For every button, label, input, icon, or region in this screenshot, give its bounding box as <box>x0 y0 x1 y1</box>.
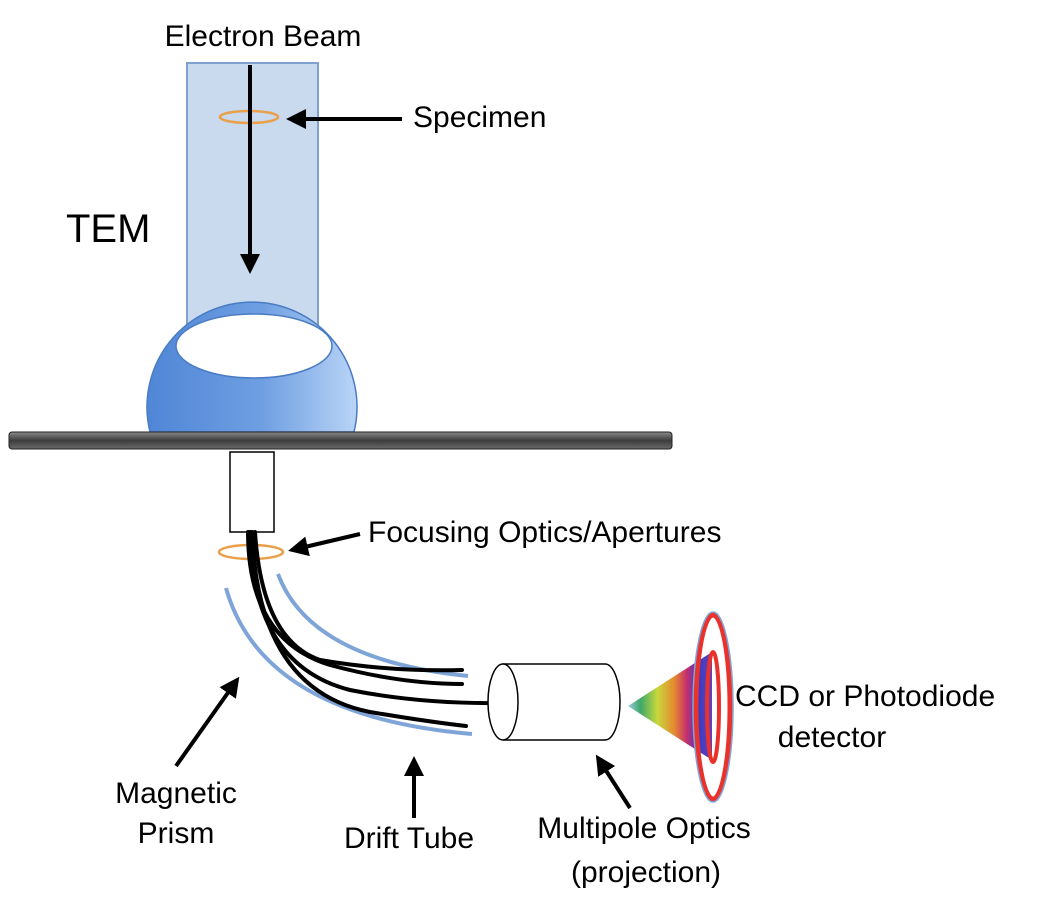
prism-outer-arc <box>276 573 469 678</box>
detector-outer <box>693 612 733 802</box>
label-tem: TEM <box>66 207 150 251</box>
prism-inner-arc <box>224 587 473 736</box>
label-ccd-line2: detector <box>778 721 886 754</box>
label-electron-beam: Electron Beam <box>165 20 362 53</box>
label-magnetic: Magnetic <box>115 777 237 810</box>
label-multipole: Multipole Optics <box>537 812 750 845</box>
lens-window <box>175 313 333 379</box>
entrance-aperture <box>229 451 275 533</box>
label-drift-tube: Drift Tube <box>344 822 474 855</box>
mounting-plate <box>8 431 673 450</box>
detector-outline <box>692 611 734 803</box>
multipole-cylinder <box>487 663 621 741</box>
label-projection: (projection) <box>571 856 721 889</box>
label-specimen: Specimen <box>413 101 546 134</box>
electron-trajectories <box>246 530 502 728</box>
magnetic-prism-pointer <box>174 676 240 768</box>
detector-inner <box>705 650 721 764</box>
label-ccd-line1: CCD or Photodiode <box>735 680 995 713</box>
spectrum-fan <box>628 652 712 760</box>
focusing-pointer <box>288 532 361 557</box>
multipole-pointer <box>595 754 632 810</box>
label-focusing-optics: Focusing Optics/Apertures <box>368 516 721 549</box>
label-prism: Prism <box>138 817 215 850</box>
